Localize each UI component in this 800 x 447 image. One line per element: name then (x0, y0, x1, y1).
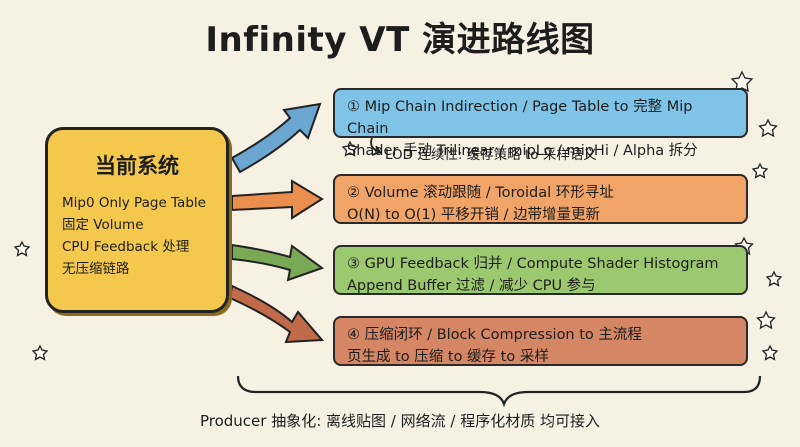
current-system-item: 无压缩链路 (62, 261, 130, 277)
stage-1-line-1: ① Mip Chain Indirection / Page Table to … (347, 99, 693, 137)
page-title: Infinity VT 演进路线图 (205, 20, 595, 60)
current-system-title: 当前系统 (95, 154, 179, 178)
current-system-list: Mip0 Only Page Table 固定 Volume CPU Feedb… (62, 192, 206, 280)
stage-3-line-1: ③ GPU Feedback 归并 / Compute Shader Histo… (347, 256, 719, 272)
stage-1-line-2: Shader 手动 Trilinear / mipLo / mipHi / Al… (347, 143, 698, 159)
arrow-to-stage-2 (231, 179, 324, 220)
stage-4-line-1: ④ 压缩闭环 / Block Compression to 主流程 (347, 327, 642, 343)
lod-note: LOD 连续性: 缓存策略 to 采样语义 (385, 147, 597, 163)
footer-summary: Producer 抽象化: 离线贴图 / 网络流 / 程序化材质 均可接入 (199, 412, 600, 430)
current-system-item: CPU Feedback 处理 (62, 239, 190, 255)
current-system-item: Mip0 Only Page Table (62, 195, 206, 211)
stage-2-box: ② Volume 滚动跟随 / Toroidal 环形寻址 O(N) to O(… (333, 174, 748, 224)
stage-2-line-2: O(N) to O(1) 平移开销 / 边带增量更新 (347, 207, 601, 223)
arrow-to-stage-1 (230, 102, 322, 174)
star-icons (13, 70, 783, 361)
stage-1-box: ① Mip Chain Indirection / Page Table to … (333, 88, 748, 159)
stage-3-line-2: Append Buffer 过滤 / 减少 CPU 参与 (347, 278, 596, 294)
current-system-box: 当前系统 Mip0 Only Page Table 固定 Volume CPU … (45, 127, 229, 313)
arrow-to-stage-4 (228, 284, 325, 344)
stage-4-line-2: 页生成 to 压缩 to 缓存 to 采样 (347, 349, 549, 365)
lod-branch-arrow (370, 137, 383, 156)
current-system-item: 固定 Volume (62, 217, 144, 233)
arrow-to-stage-3 (231, 243, 325, 282)
summary-brace (236, 375, 762, 408)
stage-2-line-1: ② Volume 滚动跟随 / Toroidal 环形寻址 (347, 185, 614, 201)
stage-3-box: ③ GPU Feedback 归并 / Compute Shader Histo… (333, 245, 748, 295)
stage-4-box: ④ 压缩闭环 / Block Compression to 主流程 页生成 to… (333, 316, 748, 366)
